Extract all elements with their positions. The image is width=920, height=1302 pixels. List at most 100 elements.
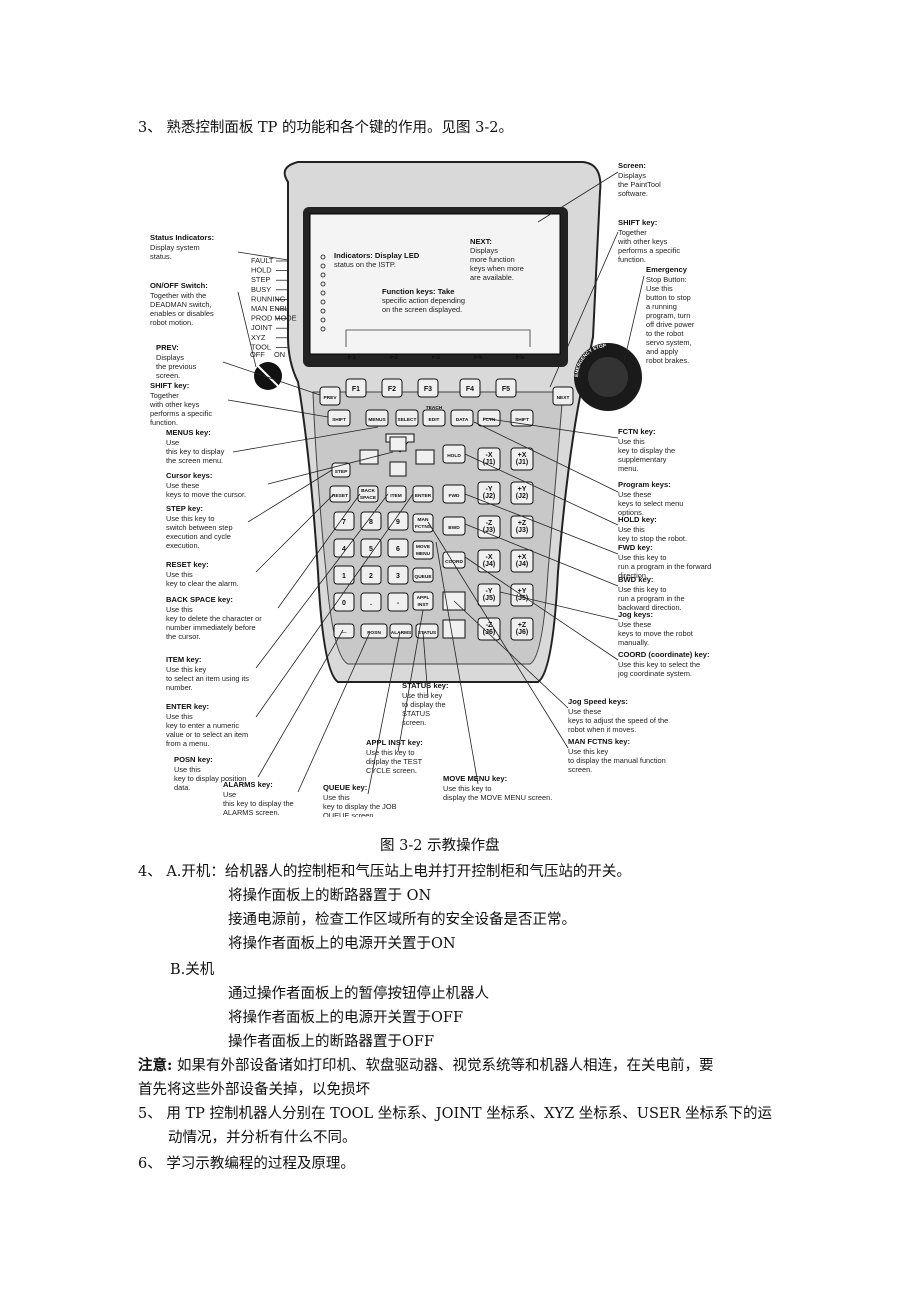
callout-right-text: options. [618,508,644,517]
leader-line [623,275,645,363]
callout-right-text: Together [618,228,647,237]
jog-key-label: (J5) [516,595,528,602]
reset-key [329,485,351,503]
queue-key-label: QUEUE [414,574,432,580]
numpad-key-label: 8 [369,519,373,526]
prev-key [319,386,341,406]
callout-left-title: ITEM key: [166,655,201,664]
callout-left-title: POSN key: [174,755,213,764]
led-indicator [320,290,326,296]
callout-right-text: menu. [618,464,639,473]
screen-function-text: on the screen displayed. [382,305,462,314]
numpad-key [387,565,409,585]
posn-key-label: POSN [367,630,381,636]
numpad-key [387,592,409,612]
next-key-label: NEXT [557,395,570,401]
callout-right-text: Use this key to [618,553,666,562]
callout-left-text: key to clear the alarm. [166,579,239,588]
callout-left-title: STATUS key: [402,681,449,690]
jog-key-label: (J6) [483,629,495,636]
callout-left-text: switch between step [166,523,233,532]
backspace-key [357,485,379,503]
callout-left-text: Use this key to [366,748,414,757]
f-key [417,378,439,398]
alarms-key [389,623,413,639]
callout-right-text: to the robot [646,329,683,338]
program-key-label: DATA [456,417,469,423]
callout-left-title: BACK SPACE key: [166,595,233,604]
callout-left-text: this key to display [166,447,225,456]
status-indicator-label: BUSY [251,285,271,294]
jog-key-label: -Z [486,520,493,527]
program-key [327,409,351,427]
callout-right-text: Use these [568,707,601,716]
status-indicator-label: XYZ [251,333,266,342]
cursor-down-key [389,461,407,477]
callout-left-title: Status Indicators: [150,233,214,242]
callout-right-title: BWD key: [618,575,653,584]
led-indicator [320,299,326,305]
jog-speed-down-key [442,619,466,639]
jog-key-label: +Z [518,622,527,629]
callout-left-title: MENUS key: [166,428,211,437]
callout-right-text: Use this key [568,747,609,756]
callout-right-text: and apply [646,347,678,356]
callout-right-text: keys to move the robot [618,629,693,638]
status-indicator-label: MAN ENBL [251,304,289,313]
callout-left-text: key to display position [174,774,246,783]
leader-line [537,171,619,223]
led-indicator [320,326,326,332]
switch-off-label: OFF [250,350,265,359]
numpad-key-label: 1 [342,573,346,580]
callout-left-text: DEADMAN switch, [150,300,212,309]
callout-right-title: Program keys: [618,480,671,489]
jog-key [477,617,501,641]
led-indicator [320,272,326,278]
jog-key-label: -X [486,554,493,561]
jog-key-label: (J4) [516,561,528,568]
jog-key [477,481,501,505]
numpad-key [387,538,409,558]
callout-left-text: enables or disables [150,309,214,318]
callout-right-title: Screen: [618,161,646,170]
numpad-key [360,565,382,585]
jog-key-label: +Y [518,588,527,595]
callout-right-title: FCTN key: [618,427,656,436]
callout-right-text: servo system, [646,338,692,347]
screen-next-text: keys when more [470,264,524,273]
numpad-key-label: 5 [369,546,373,553]
numpad-key-label: . [370,600,372,607]
jog-key-label: (J6) [516,629,528,636]
callout-right-title: COORD (coordinate) key: [618,650,710,659]
man-fctns-key-label: MAN [418,517,429,523]
callout-right-title: Jog Speed keys: [568,697,628,706]
callout-right-text: Use this key to select the [618,660,700,669]
callout-right-title: Emergency [646,265,688,274]
program-key [395,409,419,427]
callout-right-text: Use this [618,437,645,446]
callout-left-title: Cursor keys: [166,471,212,480]
callout-left-title: MOVE MENU key: [443,774,507,783]
appl-inst-key-label: APPL [417,595,430,601]
screen-next-text: are available. [470,273,514,282]
f-key [459,378,481,398]
numpad-key [333,511,355,531]
led-indicator [320,263,326,269]
leader-line [453,600,569,709]
bwd-key-label: BWD [448,525,460,531]
callout-right-text: run a program in the forward [618,562,711,571]
callout-right-text: robot brakes. [646,356,689,365]
numpad-key [360,511,382,531]
alarms-key-label: ALARMS [391,630,412,636]
jog-key [477,549,501,573]
section4-b: B.关机 [170,962,215,978]
jog-key-label: +X [518,452,527,459]
numpad-key [387,511,409,531]
switch-handle [257,365,279,387]
callout-right-title: Jog keys: [618,610,653,619]
jog-key [477,515,501,539]
move-menu-key-label: MOVE [416,544,431,550]
status-key [415,623,439,639]
callout-left-text: screen. [402,718,426,727]
callout-right-text: jog coordinate system. [617,669,692,678]
